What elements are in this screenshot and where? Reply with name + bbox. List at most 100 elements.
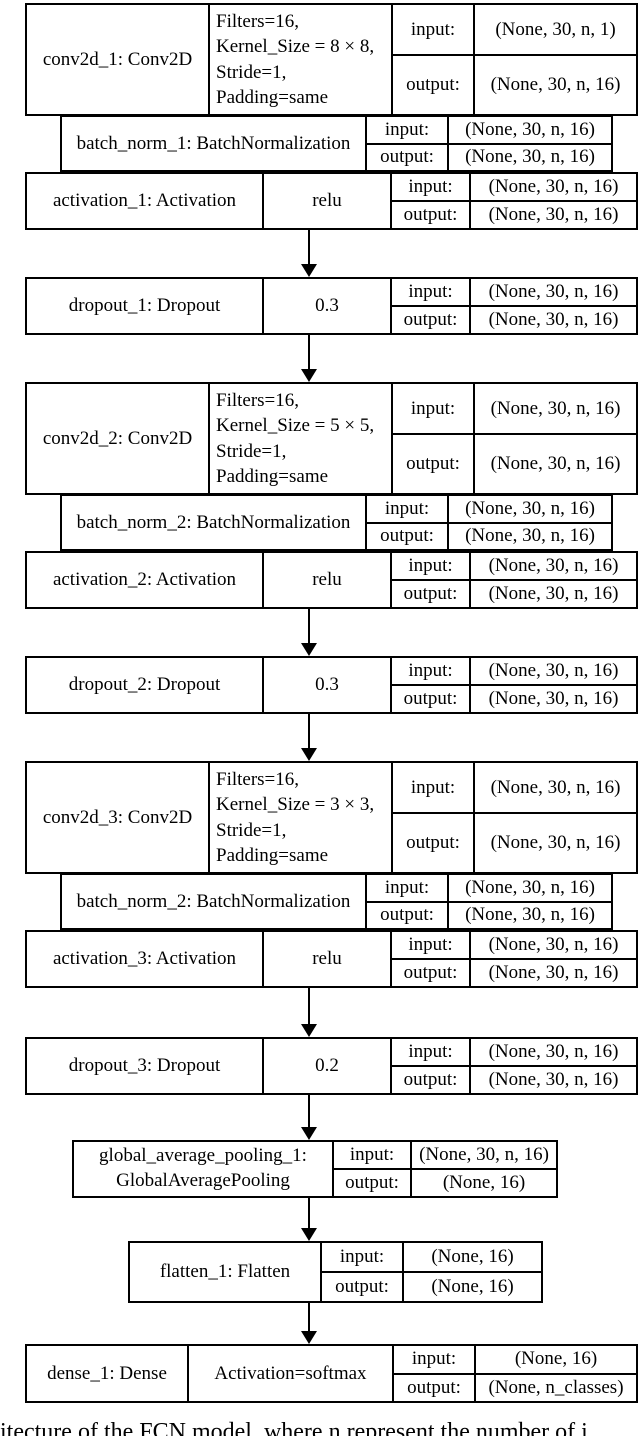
layer-name: dropout_2: Dropout: [68, 674, 221, 696]
param-line: Stride=1,: [216, 440, 287, 462]
output-shape: (None, 30, n, 16): [465, 525, 595, 547]
input-label: input:: [392, 658, 469, 686]
arrow-shaft: [308, 714, 310, 752]
input-label: input:: [392, 174, 469, 202]
io-label-column: input: output:: [365, 496, 447, 549]
layer-name: batch_norm_2: BatchNormalization: [76, 511, 351, 533]
arrow-shaft: [308, 988, 310, 1028]
arrow-head-icon: [301, 1331, 317, 1344]
output-shape: (None, 30, n, 16): [488, 962, 619, 984]
output-label: output:: [380, 146, 434, 168]
flow-arrow: [300, 1303, 318, 1344]
layer-name-line1: global_average_pooling_1:: [99, 1145, 307, 1167]
flow-arrow: [300, 230, 318, 277]
layer-activation_3: activation_3: Activation relu input: out…: [25, 930, 638, 988]
input-label: input:: [367, 875, 447, 903]
param-line: Filters=16,: [216, 10, 300, 32]
layer-value: 0.3: [262, 279, 390, 333]
output-label: output:: [403, 583, 458, 605]
layer-dropout_1: dropout_1: Dropout 0.3 input: output: (N…: [25, 277, 638, 335]
figure-caption: itecture of the FCN model, where n repre…: [0, 1419, 588, 1436]
layer-global_average_pooling_1: global_average_pooling_1: GlobalAverageP…: [72, 1140, 558, 1198]
input-shape: (None, 30, n, 16): [449, 117, 611, 145]
input-label: input:: [394, 1346, 474, 1375]
layer-name: dropout_3: Dropout: [68, 1055, 221, 1077]
input-label: input:: [367, 496, 447, 524]
layer-batch_norm_2b: batch_norm_2: BatchNormalization input: …: [60, 873, 613, 930]
input-label: input:: [392, 932, 469, 960]
layer-name: activation_3: Activation: [52, 948, 237, 970]
io-label-column: input: output:: [391, 384, 473, 493]
layer-batch_norm_2: batch_norm_2: BatchNormalization input: …: [60, 494, 613, 551]
layer-name: batch_norm_2: BatchNormalization: [76, 890, 351, 912]
input-shape: (None, 16): [404, 1243, 541, 1273]
input-shape: (None, 16): [476, 1346, 636, 1375]
input-shape: (None, 30, n, 16): [475, 384, 636, 435]
input-shape: (None, 30, n, 16): [471, 553, 636, 581]
output-label: output:: [403, 204, 458, 226]
input-label: input:: [367, 117, 447, 145]
layer-name-line2: GlobalAveragePooling: [116, 1170, 290, 1191]
output-label: output:: [406, 74, 460, 96]
input-label: input:: [393, 384, 473, 435]
output-shape: (None, 16): [442, 1172, 526, 1194]
io-label-column: input: output:: [390, 658, 469, 712]
input-label: input:: [334, 1142, 410, 1170]
arrow-head-icon: [301, 1127, 317, 1140]
output-shape: (None, 30, n, 16): [488, 688, 619, 710]
input-shape: (None, 30, n, 16): [449, 496, 611, 524]
io-shape-column: (None, 30, n, 16) (None, 30, n, 16): [447, 117, 611, 170]
arrow-head-icon: [301, 264, 317, 277]
arrow-shaft: [308, 609, 310, 647]
input-label: input:: [392, 1039, 469, 1067]
input-shape: (None, 30, n, 16): [412, 1142, 556, 1170]
layer-name: activation_2: Activation: [52, 569, 237, 591]
output-label: output:: [403, 688, 458, 710]
io-shape-column: (None, 30, n, 16) (None, 30, n, 16): [469, 658, 636, 712]
param-line: Filters=16,: [216, 389, 300, 411]
output-label: output:: [407, 1376, 461, 1398]
output-label: output:: [406, 453, 460, 475]
layer-conv2d_3: conv2d_3: Conv2D Filters=16, Kernel_Size…: [25, 761, 638, 874]
input-shape: (None, 30, n, 16): [471, 279, 636, 307]
io-label-column: input: output:: [390, 1039, 469, 1093]
output-label: output:: [380, 525, 434, 547]
arrow-shaft: [308, 335, 310, 373]
arrow-head-icon: [301, 748, 317, 761]
io-shape-column: (None, 30, n, 16) (None, 30, n, 16): [447, 875, 611, 928]
arrow-shaft: [308, 1198, 310, 1232]
param-line: Kernel_Size = 3 × 3,: [216, 794, 375, 816]
flow-arrow: [300, 335, 318, 382]
io-shape-column: (None, 16) (None, 16): [402, 1243, 541, 1301]
param-line: Filters=16,: [216, 768, 300, 790]
io-label-column: input: output:: [365, 875, 447, 928]
layer-value: 0.2: [262, 1039, 390, 1093]
io-label-column: input: output:: [365, 117, 447, 170]
layer-name: dense_1: Dense: [47, 1362, 167, 1384]
io-shape-column: (None, 30, n, 16) (None, 30, n, 16): [473, 763, 636, 872]
input-shape: (None, 30, n, 16): [471, 174, 636, 202]
output-label: output:: [406, 832, 460, 854]
param-line: Padding=same: [216, 844, 329, 866]
io-label-column: input: output:: [390, 174, 469, 228]
param-line: Padding=same: [216, 86, 329, 108]
output-shape: (None, 30, n, 16): [490, 74, 621, 96]
input-shape: (None, 30, n, 16): [471, 932, 636, 960]
layer-dropout_2: dropout_2: Dropout 0.3 input: output: (N…: [25, 656, 638, 714]
layer-name: conv2d_1: Conv2D: [42, 48, 193, 70]
layer-name: activation_1: Activation: [52, 190, 237, 212]
io-shape-column: (None, 30, n, 16) (None, 16): [410, 1142, 556, 1196]
io-label-column: input: output:: [390, 553, 469, 607]
flow-arrow: [300, 988, 318, 1037]
layer-value: relu: [262, 932, 390, 986]
io-label-column: input: output:: [391, 763, 473, 872]
layer-dropout_3: dropout_3: Dropout 0.2 input: output: (N…: [25, 1037, 638, 1095]
layer-value: relu: [262, 174, 390, 228]
input-shape: (None, 30, n, 16): [471, 658, 636, 686]
arrow-shaft: [308, 1095, 310, 1131]
param-line: Kernel_Size = 8 × 8,: [216, 36, 375, 58]
io-label-column: input: output:: [392, 1346, 474, 1401]
param-line: Stride=1,: [216, 819, 287, 841]
flow-arrow: [300, 1095, 318, 1140]
